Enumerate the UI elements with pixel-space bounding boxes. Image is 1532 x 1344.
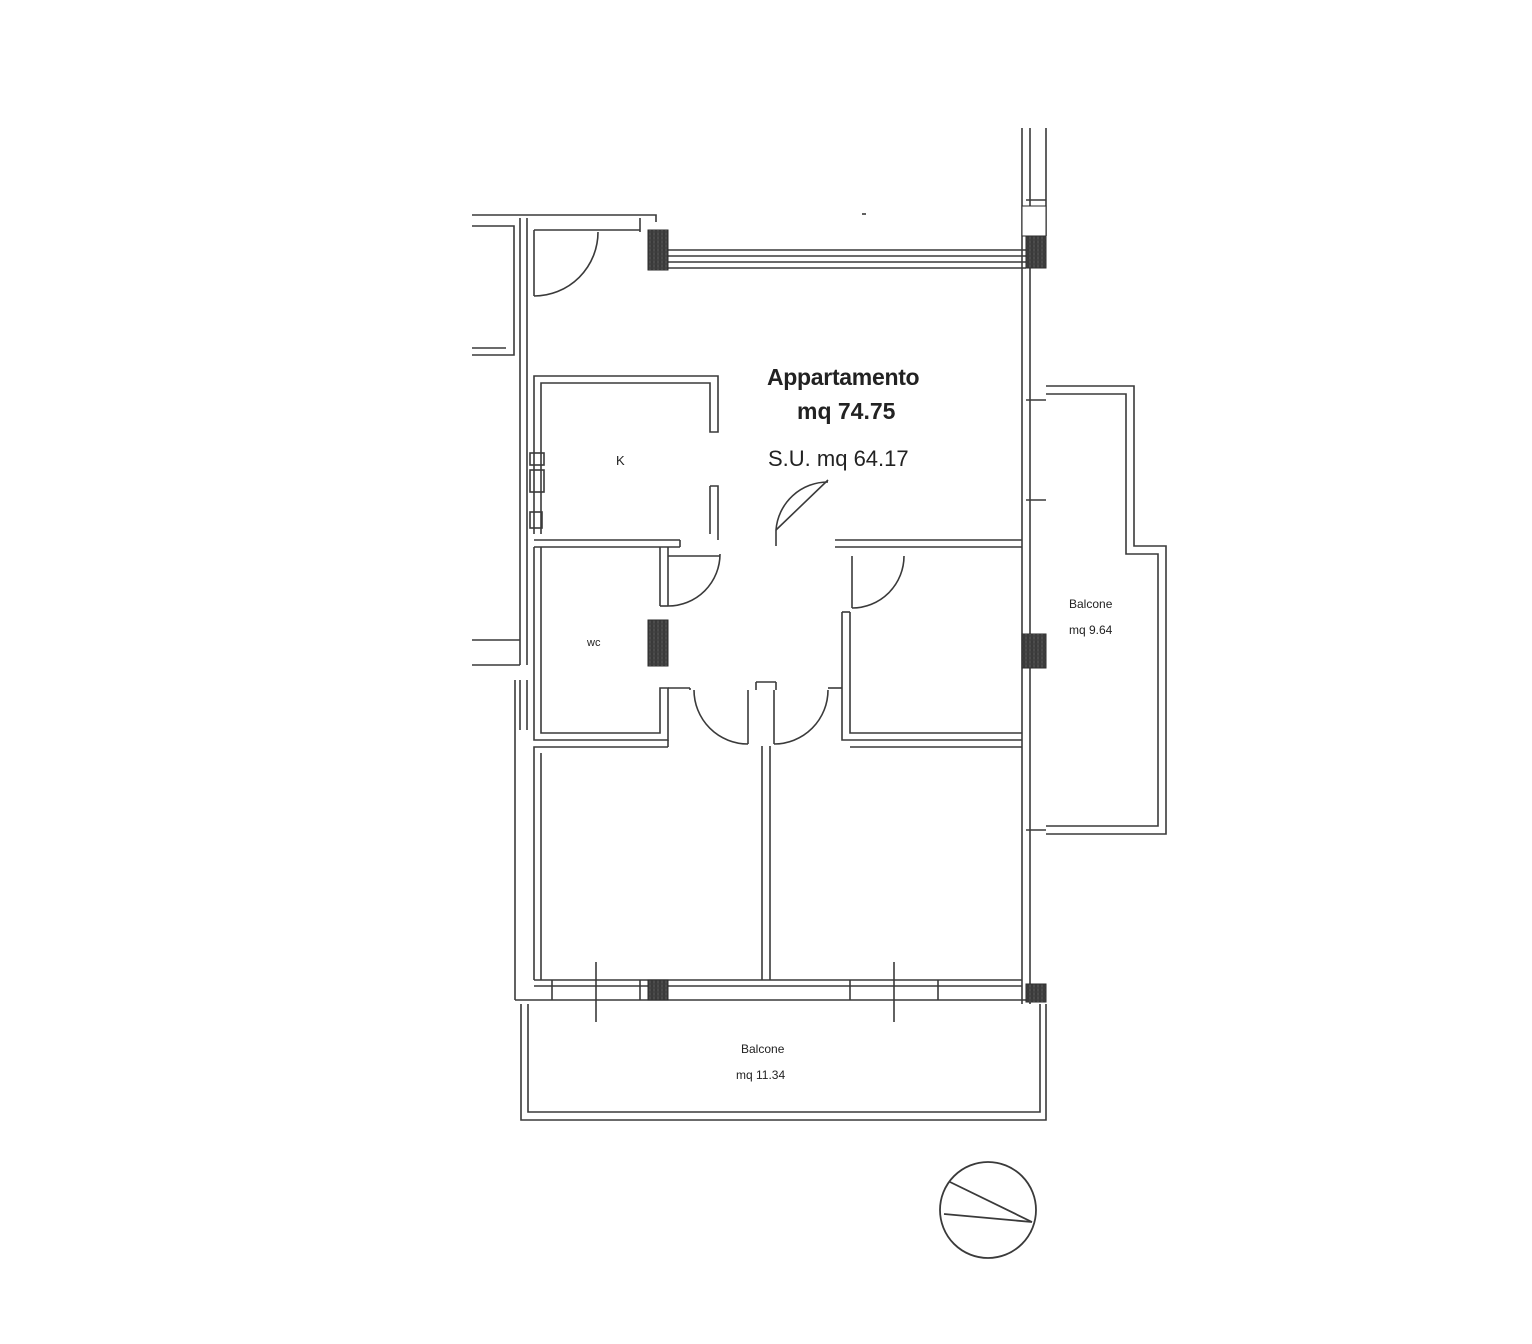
balcony-right-name: Balcone — [1069, 597, 1113, 611]
apartment-title: Appartamento — [767, 364, 920, 390]
north-arrow-icon — [939, 1161, 1037, 1259]
right-room-door — [841, 555, 1022, 741]
balcony-right-outline — [1046, 385, 1167, 835]
kitchen-label: K — [616, 453, 625, 468]
structural-columns — [647, 205, 1047, 1003]
outer-walls — [472, 128, 1047, 1022]
entrance-door — [533, 229, 640, 297]
bedroom-walls — [533, 740, 1022, 980]
adjacent-corridor — [472, 214, 657, 360]
kitchen-walls — [529, 375, 719, 540]
balcony-bottom-outline — [520, 1004, 1047, 1121]
wc-walls — [533, 547, 721, 741]
balcony-bottom-area: mq 11.34 — [736, 1068, 786, 1082]
living-door — [775, 479, 829, 546]
balcony-right-area: mq 9.64 — [1069, 623, 1113, 637]
apartment-area: mq 74.75 — [797, 398, 896, 424]
hall-partitions — [534, 539, 1022, 548]
balcony-bottom-name: Balcone — [741, 1042, 785, 1056]
usable-area: S.U. mq 64.17 — [768, 446, 909, 471]
bedroom-doors — [668, 681, 842, 745]
wc-label: wc — [587, 637, 601, 649]
